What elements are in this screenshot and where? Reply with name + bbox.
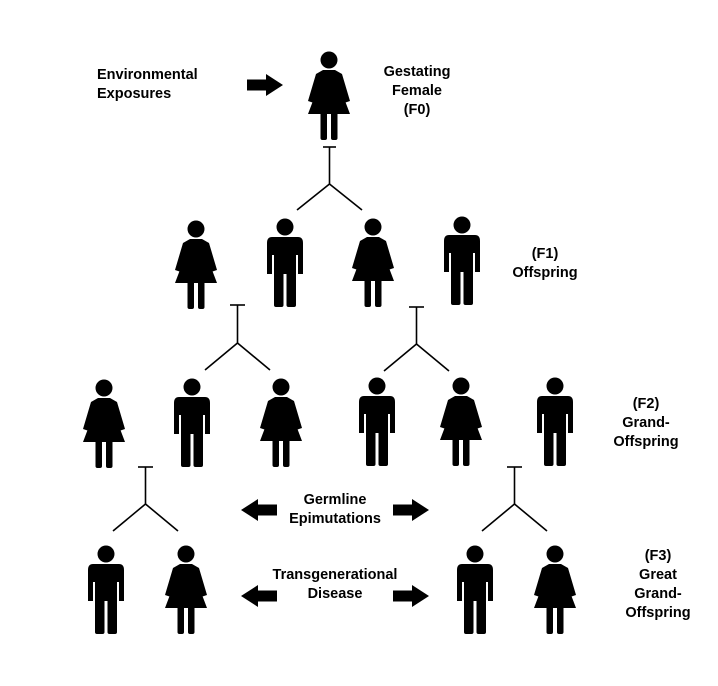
f3-line-2: Great bbox=[639, 567, 677, 583]
f2-male-figure-3 bbox=[537, 377, 573, 466]
f1-line-1: (F1) bbox=[531, 246, 559, 262]
f1-label: (F1) Offspring bbox=[495, 245, 595, 283]
f1-left-lineage-connector bbox=[204, 304, 271, 371]
env-line-2: Exposures bbox=[97, 86, 172, 102]
f1-right-lineage-connector bbox=[383, 306, 450, 372]
f3-line-1: (F3) bbox=[644, 548, 672, 564]
f0-lineage-connector bbox=[296, 146, 363, 211]
f1-male-figure-2 bbox=[444, 216, 480, 305]
f0-label: Gestating Female (F0) bbox=[367, 63, 467, 120]
disease-line-2: Disease bbox=[307, 586, 363, 602]
f1-male-figure-1 bbox=[267, 218, 303, 307]
germline-left-arrow bbox=[241, 499, 277, 521]
f2-female-figure-2 bbox=[260, 378, 302, 467]
f3-male-figure-1 bbox=[88, 545, 124, 634]
f3-label: (F3) Great Grand- Offspring bbox=[608, 547, 708, 623]
f1-line-2: Offspring bbox=[512, 265, 578, 281]
f2-female-figure-1 bbox=[83, 379, 125, 468]
germline-right-arrow bbox=[393, 499, 429, 521]
germline-line-1: Germline bbox=[303, 492, 367, 508]
f0-gestating-female-figure bbox=[308, 51, 350, 140]
f2-right-lineage-connector bbox=[481, 466, 548, 532]
f0-line-1: Gestating bbox=[383, 64, 451, 80]
f3-line-3: Grand- bbox=[634, 586, 682, 602]
f2-left-lineage-connector bbox=[112, 466, 179, 532]
germline-epimutations-label: Germline Epimutations bbox=[275, 491, 395, 529]
environmental-exposures-label: Environmental Exposures bbox=[97, 66, 198, 104]
f0-line-3: (F0) bbox=[403, 102, 431, 118]
transgenerational-disease-label: Transgenerational Disease bbox=[255, 566, 415, 604]
f1-female-figure-2 bbox=[352, 218, 394, 307]
env-line-1: Environmental bbox=[97, 67, 198, 83]
f0-line-2: Female bbox=[392, 83, 442, 99]
germline-line-2: Epimutations bbox=[289, 511, 381, 527]
f3-male-figure-2 bbox=[457, 545, 493, 634]
f3-female-figure-2 bbox=[534, 545, 576, 634]
environment-to-f0-arrow bbox=[247, 74, 283, 96]
f2-female-figure-3 bbox=[440, 377, 482, 466]
disease-line-1: Transgenerational bbox=[272, 567, 398, 583]
f2-male-figure-2 bbox=[359, 377, 395, 466]
f3-female-figure-1 bbox=[165, 545, 207, 634]
f3-line-4: Offspring bbox=[625, 605, 691, 621]
f1-female-figure-1 bbox=[175, 220, 217, 309]
f2-line-3: Offspring bbox=[613, 434, 679, 450]
f2-line-1: (F2) bbox=[632, 396, 660, 412]
f2-male-figure-1 bbox=[174, 378, 210, 467]
f2-label: (F2) Grand- Offspring bbox=[596, 395, 696, 452]
f2-line-2: Grand- bbox=[622, 415, 670, 431]
